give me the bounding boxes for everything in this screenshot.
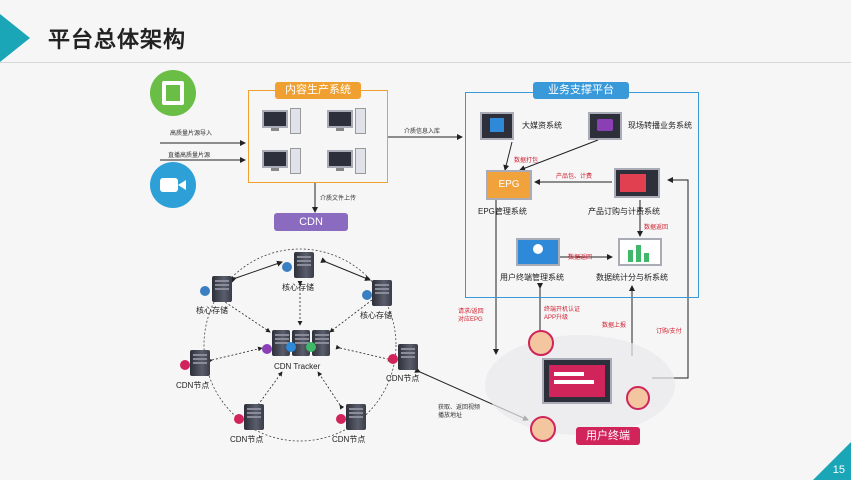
request-epg-label: 请求/返回 对应EPG	[458, 309, 484, 323]
data-report-label: 数据上报	[602, 323, 627, 329]
page-corner	[813, 442, 851, 480]
core-storage-server-icon	[212, 276, 232, 302]
data-stats-label: 数据统计分与析系统	[596, 273, 668, 282]
blocked-icon	[180, 360, 190, 370]
tracker-server-icon	[292, 330, 310, 356]
order-billing-icon	[614, 168, 660, 198]
core-storage-server-icon	[294, 252, 314, 278]
media-upload-label: 介质文件上传	[320, 196, 357, 202]
gear-icon	[200, 286, 210, 296]
avatar	[528, 330, 554, 356]
page-number: 15	[832, 464, 845, 476]
user-terminal-title: 用户终端	[576, 427, 640, 445]
content-production-title: 内容生产系统	[275, 82, 361, 99]
tracker-server-icon	[312, 330, 330, 356]
title-divider	[0, 62, 851, 63]
data-pack-label: 数据打包	[514, 158, 539, 164]
live-broadcast-icon	[588, 112, 622, 140]
core-storage-left-label: 核心存储	[196, 306, 228, 315]
video-camera-icon	[150, 162, 196, 208]
user-terminal-mgmt-label: 用户终端管理系统	[500, 273, 564, 282]
tracker-server-icon	[272, 330, 290, 356]
terminal-auth-label: 终端开机认证 APP升级	[544, 307, 581, 321]
live-broadcast-label: 现场转播业务系统	[628, 121, 692, 130]
film-source-label: 高质量片源导入	[170, 131, 213, 137]
film-source-icon	[150, 70, 196, 116]
order-billing-label: 产品订购与计费系统	[588, 207, 660, 216]
cdn-node-left-label: CDN节点	[176, 381, 210, 390]
check-icon	[306, 342, 316, 352]
avatar	[626, 386, 650, 410]
fetch-video-label: 获取、返回视频 播放地址	[438, 405, 481, 419]
media-asset-label: 大媒资系统	[522, 121, 562, 130]
pc-icon	[262, 108, 302, 136]
data-return-label-1: 数据返回	[644, 225, 669, 231]
pc-icon	[327, 108, 367, 136]
cdn-title: CDN	[274, 213, 348, 231]
cloud-icon	[262, 344, 272, 354]
avatar	[530, 416, 556, 442]
core-storage-server-icon	[372, 280, 392, 306]
cdn-node-server-icon	[244, 404, 264, 430]
media-asset-icon	[480, 112, 514, 140]
epg-label: EPG管理系统	[478, 207, 527, 216]
media-import-label: 介质信息入库	[404, 129, 441, 135]
core-storage-top-label: 核心存储	[282, 283, 314, 292]
order-pay-label: 订购/支付	[656, 329, 682, 335]
live-source-label: 直播高质量片源	[168, 153, 211, 159]
cdn-tracker-label: CDN Tracker	[274, 362, 321, 371]
data-stats-icon	[618, 238, 662, 266]
cdn-node-server-icon	[398, 344, 418, 370]
data-return-label-2: 数据返回	[568, 255, 593, 261]
gear-icon	[362, 290, 372, 300]
epg-icon: EPG	[486, 170, 532, 200]
gear-icon	[282, 262, 292, 272]
blocked-icon	[234, 414, 244, 424]
video-icon	[286, 342, 296, 352]
title-accent-triangle	[0, 14, 30, 62]
pc-icon	[262, 148, 302, 176]
core-storage-right-label: 核心存储	[360, 311, 392, 320]
page-title: 平台总体架构	[48, 27, 187, 52]
cdn-node-bottom-right-label: CDN节点	[332, 435, 366, 444]
blocked-icon	[336, 414, 346, 424]
cdn-node-server-icon	[190, 350, 210, 376]
product-price-label: 产品包、计费	[556, 174, 593, 180]
blocked-icon	[388, 354, 398, 364]
cdn-node-server-icon	[346, 404, 366, 430]
pc-icon	[327, 148, 367, 176]
cdn-node-bottom-left-label: CDN节点	[230, 435, 264, 444]
user-terminal-mgmt-icon	[516, 238, 560, 266]
user-terminal-monitor-icon	[542, 358, 612, 404]
cdn-node-right-label: CDN节点	[386, 374, 420, 383]
support-platform-title: 业务支撑平台	[533, 82, 629, 99]
